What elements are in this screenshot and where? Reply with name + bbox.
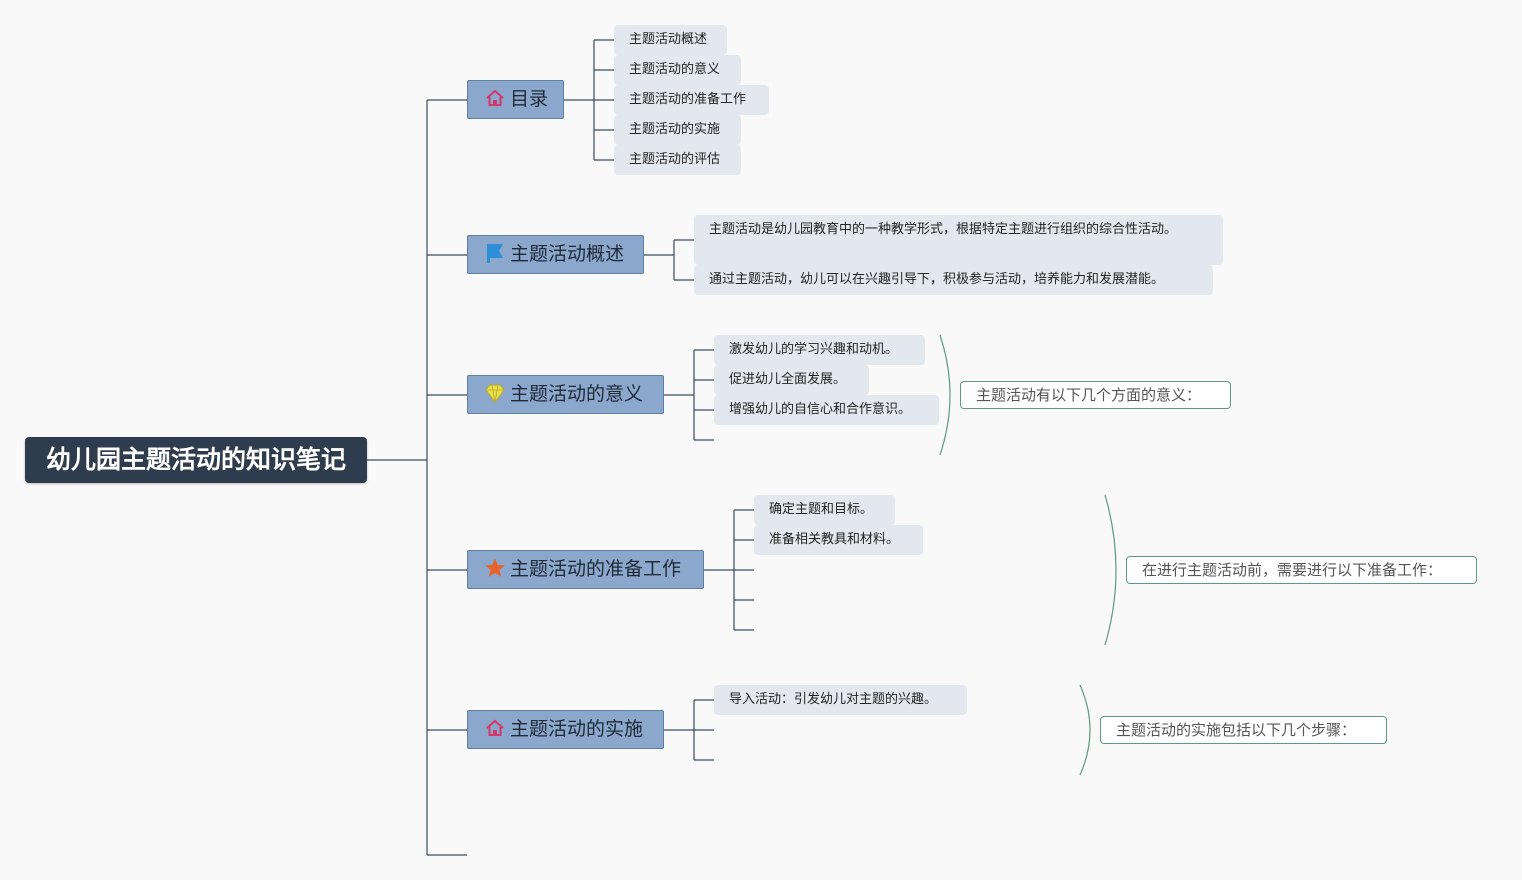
implementation-intro[interactable]: 导入活动：引发幼儿对主题的兴趣。 xyxy=(714,685,967,715)
topic-label: 主题活动概述 xyxy=(510,243,625,265)
preparation-summary[interactable]: 在进行主题活动前，需要进行以下准备工作： xyxy=(1126,556,1477,584)
significance-summary[interactable]: 主题活动有以下几个方面的意义： xyxy=(960,381,1231,409)
overview-definition[interactable]: 主题活动是幼儿园教育中的一种教学形式，根据特定主题进行组织的综合性活动。 xyxy=(694,215,1223,265)
topic-preparation[interactable]: 主题活动的准备工作 xyxy=(467,550,704,589)
subtopic-preparation[interactable]: 主题活动的准备工作 xyxy=(614,85,769,115)
topic-label: 主题活动的准备工作 xyxy=(510,558,682,580)
subtopic-evaluation[interactable]: 主题活动的评估 xyxy=(614,145,741,175)
subtopic-significance[interactable]: 主题活动的意义 xyxy=(614,55,741,85)
overview-benefit[interactable]: 通过主题活动，幼儿可以在兴趣引导下，积极参与活动，培养能力和发展潜能。 xyxy=(694,265,1213,295)
topic-label: 主题活动的实施 xyxy=(510,718,644,740)
home-icon xyxy=(484,85,506,107)
star-icon xyxy=(484,555,506,577)
subtopic-implementation[interactable]: 主题活动的实施 xyxy=(614,115,741,145)
significance-interest[interactable]: 激发幼儿的学习兴趣和动机。 xyxy=(714,335,925,365)
preparation-materials[interactable]: 准备相关教具和材料。 xyxy=(754,525,923,555)
flag-icon xyxy=(484,240,506,263)
significance-development[interactable]: 促进幼儿全面发展。 xyxy=(714,365,869,395)
preparation-goals[interactable]: 确定主题和目标。 xyxy=(754,495,895,525)
home-icon xyxy=(484,715,506,737)
root-topic[interactable]: 幼儿园主题活动的知识笔记 xyxy=(25,437,367,483)
topic-label: 主题活动的意义 xyxy=(510,383,644,405)
topic-overview[interactable]: 主题活动概述 xyxy=(467,235,644,274)
topic-contents[interactable]: 目录 xyxy=(467,80,564,119)
subtopic-overview[interactable]: 主题活动概述 xyxy=(614,25,727,55)
implementation-summary[interactable]: 主题活动的实施包括以下几个步骤： xyxy=(1100,716,1387,744)
topic-implementation[interactable]: 主题活动的实施 xyxy=(467,710,664,749)
topic-label: 目录 xyxy=(510,88,549,110)
diamond-icon xyxy=(484,380,506,403)
topic-significance[interactable]: 主题活动的意义 xyxy=(467,375,664,414)
significance-confidence[interactable]: 增强幼儿的自信心和合作意识。 xyxy=(714,395,939,425)
